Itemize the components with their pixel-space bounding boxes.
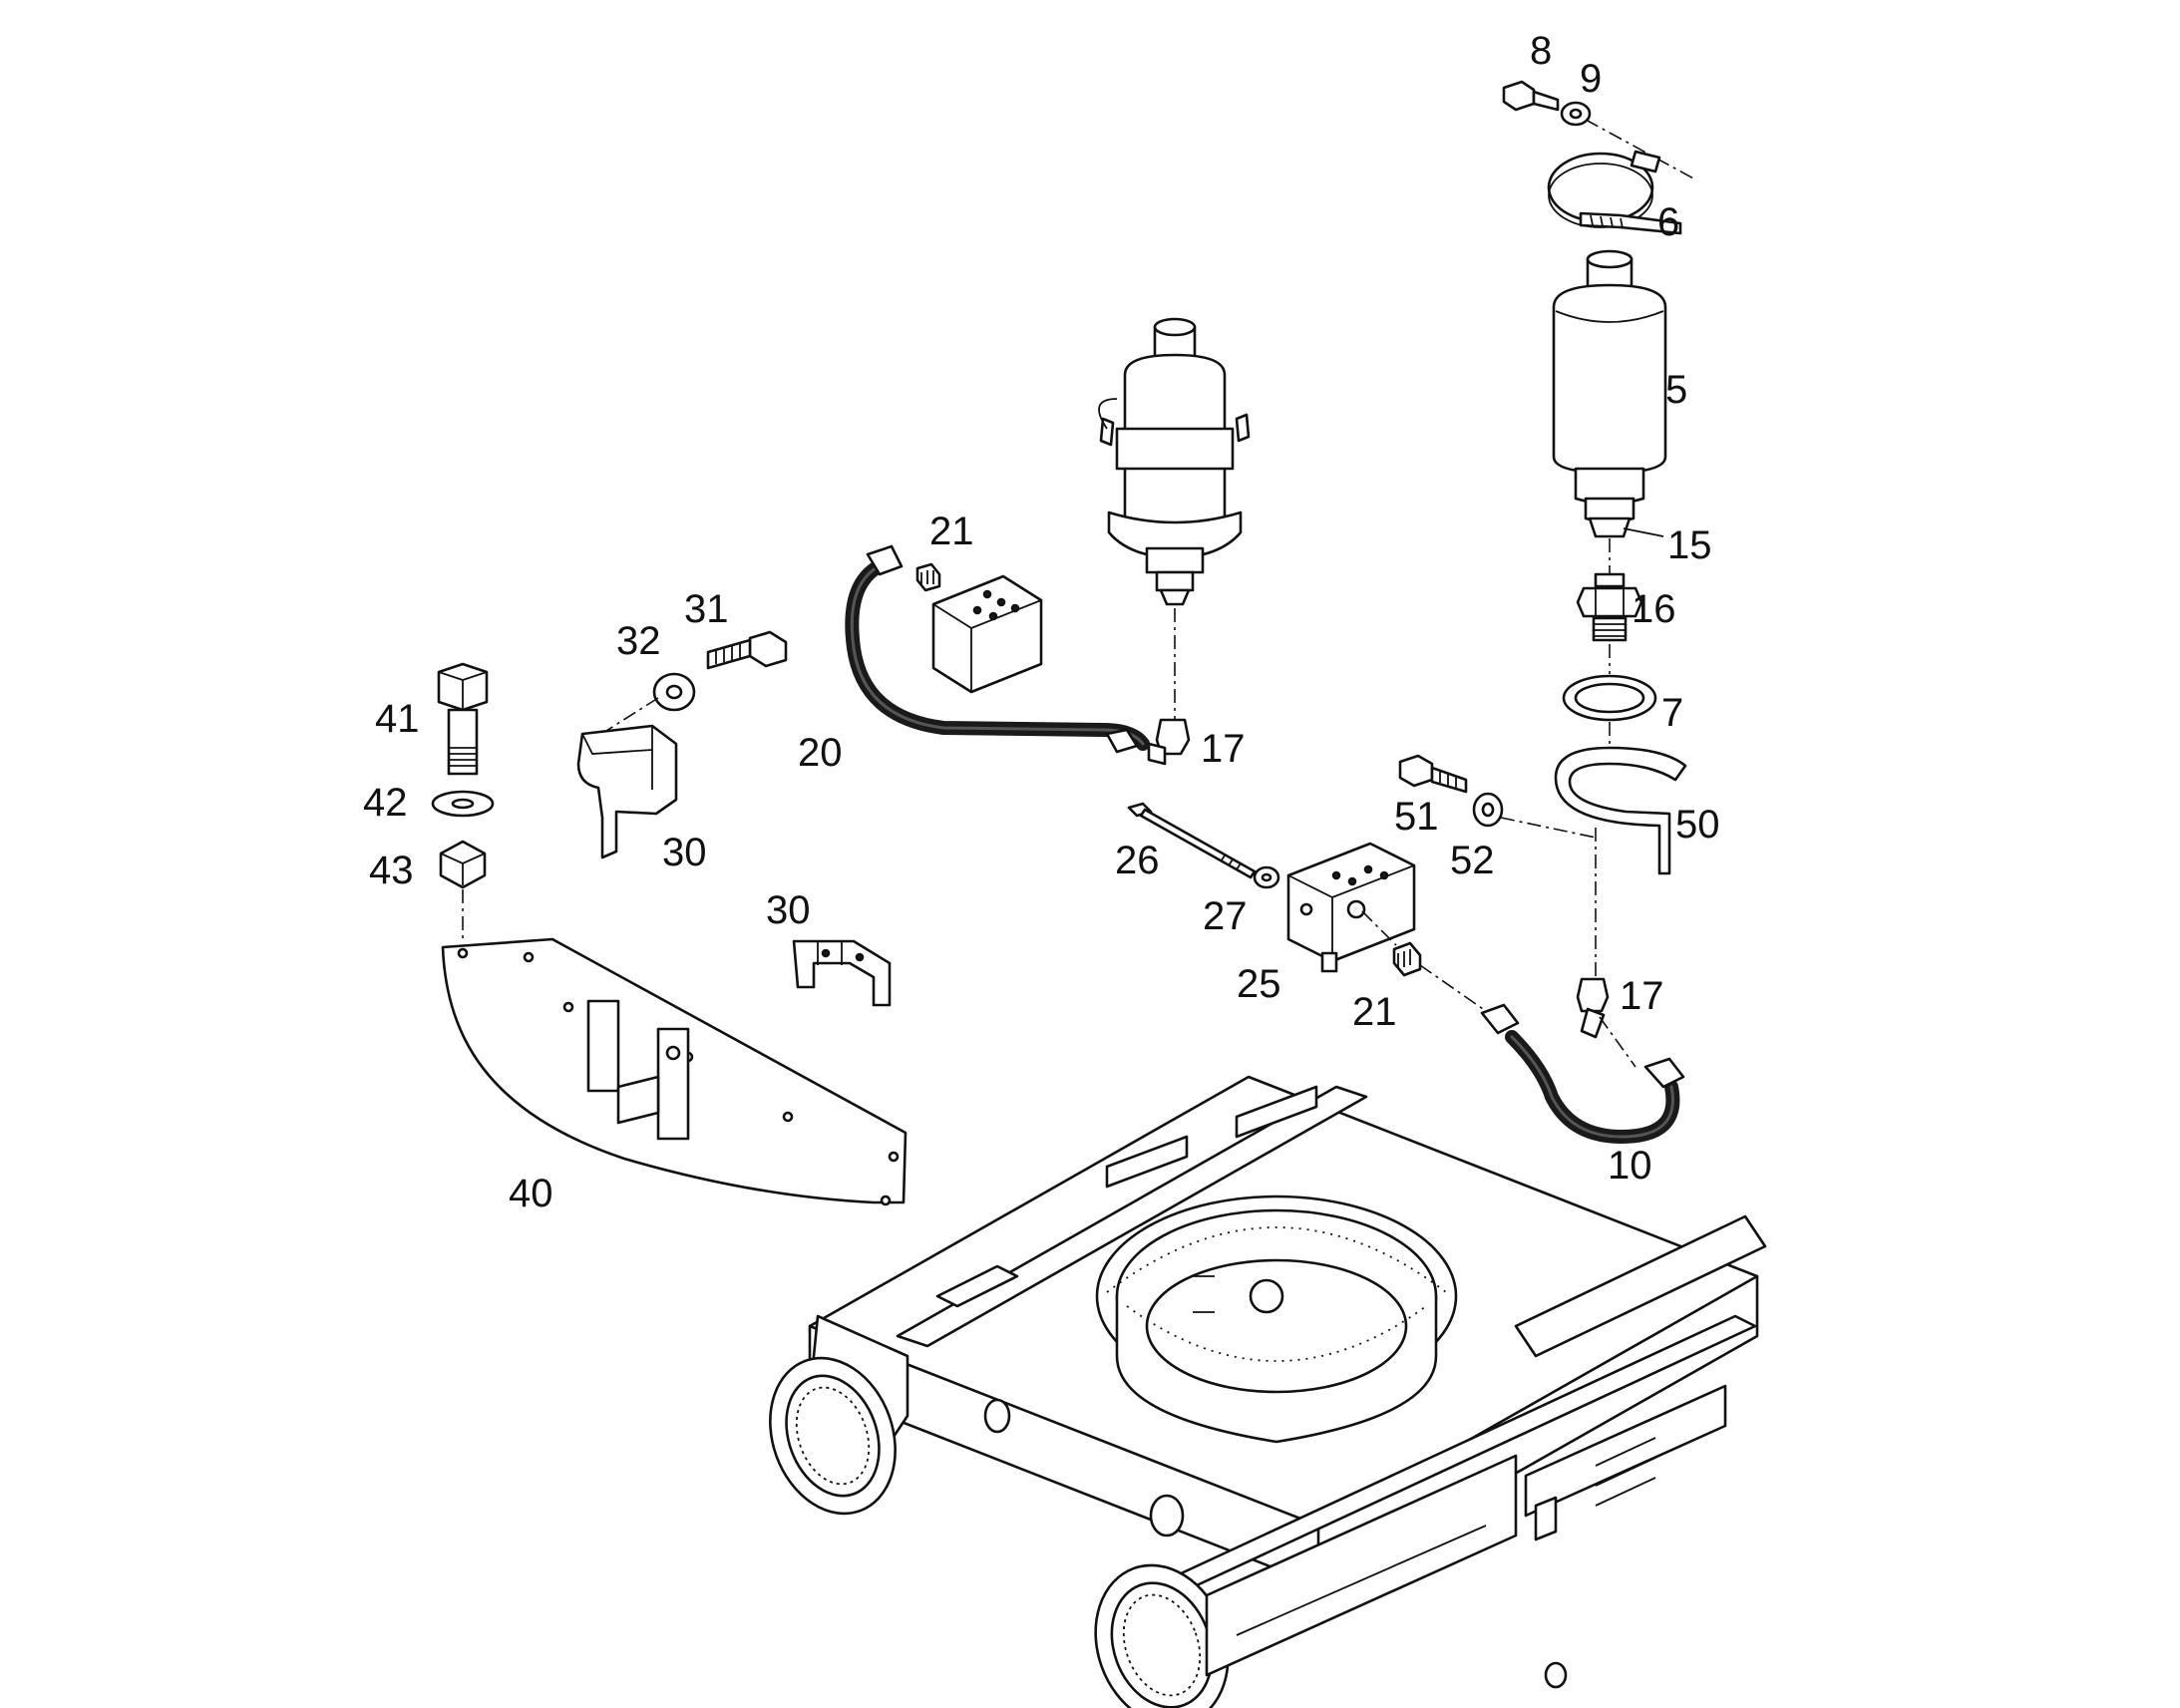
part-50-bracket <box>1554 746 1687 875</box>
callout-21-upper: 21 <box>929 510 974 553</box>
callout-20: 20 <box>798 731 843 775</box>
part-17-elbow-center <box>1147 718 1191 766</box>
part-40-plate <box>441 937 908 1206</box>
part-5-accumulator <box>1552 249 1667 538</box>
part-27-washer <box>1253 865 1280 889</box>
part-21-fitting-upper <box>915 562 941 592</box>
callout-26: 26 <box>1115 839 1160 882</box>
part-43-nut <box>439 840 487 889</box>
callout-27: 27 <box>1203 894 1248 938</box>
part-10-hose <box>1480 1003 1685 1145</box>
leader-21-10 <box>1419 964 1487 1012</box>
part-26-long-bolt <box>1127 802 1257 879</box>
part-16-fitting <box>1576 572 1643 642</box>
leader-8-6 <box>1585 119 1696 180</box>
callout-25: 25 <box>1237 962 1281 1006</box>
part-42-washer <box>431 790 495 818</box>
callout-40: 40 <box>509 1172 553 1215</box>
callout-17-center: 17 <box>1201 727 1246 771</box>
callout-43: 43 <box>369 849 414 892</box>
callout-5: 5 <box>1665 368 1687 412</box>
part-20-hose <box>845 544 1150 754</box>
part-30-bracket-upper <box>576 724 678 859</box>
callout-31: 31 <box>684 587 729 631</box>
callout-51: 51 <box>1394 795 1439 839</box>
part-31-bolt <box>706 630 788 670</box>
part-9-washer <box>1560 101 1592 127</box>
leader-25-21 <box>1361 910 1397 946</box>
callout-42: 42 <box>363 781 408 825</box>
part-accumulator-center <box>1098 317 1251 606</box>
callout-41: 41 <box>375 697 420 741</box>
leader-32-30 <box>597 697 659 737</box>
part-32-washer <box>652 672 696 712</box>
part-6-clamp <box>1547 150 1682 235</box>
leader-17-10 <box>1599 1016 1636 1068</box>
part-17-elbow-right <box>1576 977 1610 1039</box>
callout-32: 32 <box>616 619 661 663</box>
callout-30-upper: 30 <box>662 831 707 874</box>
part-block-upper <box>931 574 1043 694</box>
callout-50: 50 <box>1675 803 1720 847</box>
callout-21-lower: 21 <box>1352 990 1397 1034</box>
part-41-bolt <box>437 662 489 776</box>
callout-9: 9 <box>1580 57 1602 101</box>
callout-17-right: 17 <box>1620 974 1664 1018</box>
callout-10: 10 <box>1608 1144 1652 1188</box>
part-8-bolt <box>1502 80 1560 112</box>
part-52-washer <box>1472 792 1504 828</box>
leader-line-15 <box>1623 527 1664 537</box>
callout-16: 16 <box>1632 587 1676 631</box>
part-7-seal-ring <box>1562 674 1657 722</box>
callout-6: 6 <box>1657 200 1679 244</box>
leader-52-50 <box>1500 817 1597 839</box>
part-30-bracket-lower <box>792 939 892 1007</box>
callout-30-lower: 30 <box>766 888 811 932</box>
callout-15: 15 <box>1667 523 1712 567</box>
part-21-fitting-lower <box>1392 941 1422 977</box>
callout-52: 52 <box>1450 839 1495 882</box>
callout-7: 7 <box>1661 691 1683 735</box>
undercarriage-frame <box>769 1075 1767 1708</box>
part-51-bolt <box>1398 754 1468 794</box>
callout-8: 8 <box>1530 29 1552 73</box>
